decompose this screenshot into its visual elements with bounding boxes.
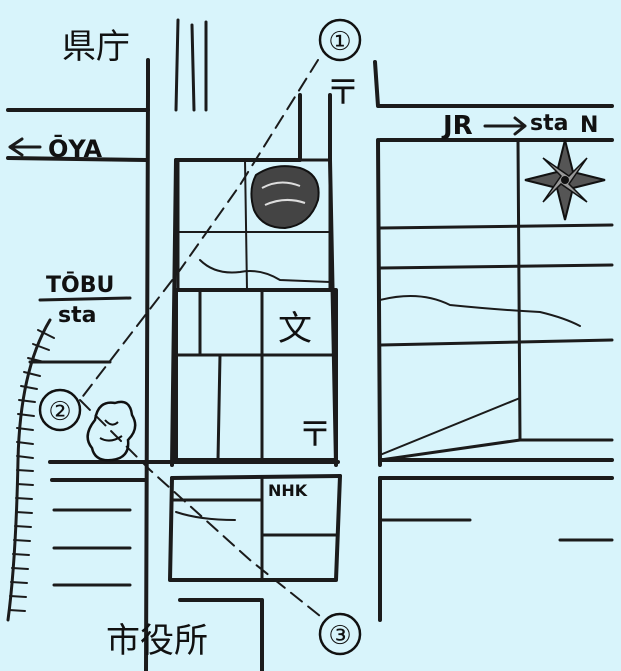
tobu-station-sta-label: sta xyxy=(58,303,96,328)
dashed-route xyxy=(79,59,326,621)
shrine-icon xyxy=(250,165,320,230)
tobu-railway xyxy=(6,318,55,622)
central-blocks xyxy=(170,158,338,582)
tree-icon xyxy=(86,400,137,462)
city-hall-label: 市役所 xyxy=(106,621,208,661)
school-icon: 文 xyxy=(278,309,312,349)
post-office-icon: 〒 xyxy=(326,73,360,113)
oya-label: ŌYA xyxy=(48,133,102,163)
jr-station-sta-label: sta xyxy=(530,111,568,136)
jr-station-label: JR xyxy=(441,111,473,141)
right-blocks xyxy=(378,138,614,542)
oya-direction: ŌYA xyxy=(8,133,102,163)
marker-2[interactable]: ② xyxy=(38,388,82,432)
marker-3[interactable]: ③ xyxy=(318,612,362,656)
north-label: N xyxy=(580,113,598,138)
nhk-label: NHK xyxy=(268,481,308,500)
marker-1-label: ① xyxy=(328,27,351,57)
compass-rose-icon xyxy=(524,139,606,221)
tobu-station-label: TŌBU xyxy=(46,272,114,298)
marker-2-label: ② xyxy=(48,397,71,427)
prefectural-office-label: 県庁 xyxy=(62,27,130,67)
post-office-icon: 〒 xyxy=(298,415,332,455)
marker-1[interactable]: ① xyxy=(318,18,362,62)
marker-3-label: ③ xyxy=(328,621,351,651)
jr-station-direction: JR sta N xyxy=(441,111,598,141)
